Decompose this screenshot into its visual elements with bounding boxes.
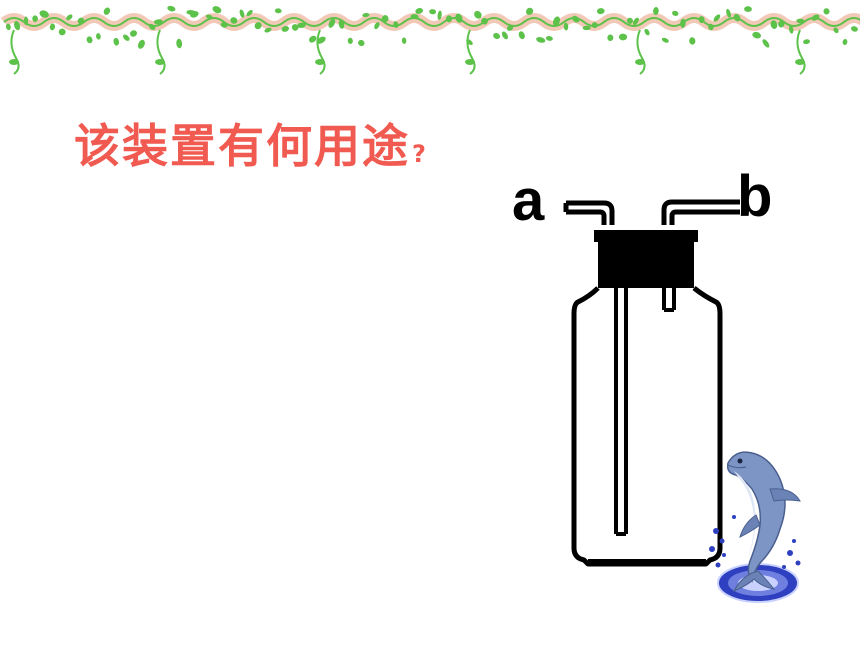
gas-washing-bottle — [563, 199, 740, 567]
inlet-tube-a — [563, 200, 615, 225]
bottle-body — [571, 286, 723, 567]
port-label-b: b — [737, 164, 773, 229]
question-text: 该装置有何用途 — [74, 119, 410, 173]
port-label-a: a — [512, 168, 545, 233]
outlet-tube-b-inside — [662, 288, 676, 312]
vine-border — [0, 5, 860, 75]
inlet-tube-a-inside — [614, 288, 628, 536]
outlet-tube-b — [661, 199, 740, 225]
question-mark: ? — [412, 140, 428, 168]
question-heading: 该装置有何用途? — [74, 110, 428, 176]
dolphin-icon — [709, 451, 801, 603]
rubber-stopper — [594, 230, 698, 288]
